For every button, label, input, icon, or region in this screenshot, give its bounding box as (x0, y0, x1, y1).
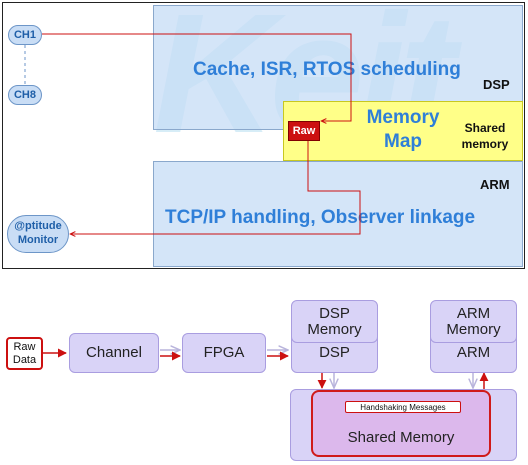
arm-region (153, 161, 523, 267)
handshaking-messages-label: Handshaking Messages (345, 401, 461, 413)
shared-memory-node: Shared Memory (311, 390, 491, 457)
arm-memory-line1: ARM (456, 304, 491, 322)
monitor-label-line2: Monitor (17, 234, 59, 246)
shared-memory-label: Shared Memory (347, 429, 455, 446)
raw-data-node: Raw Data (6, 337, 43, 370)
shared-memory-region (283, 101, 523, 161)
top-architecture-diagram: Keit Cache, ISR, RTOS scheduling DSP Mem… (2, 2, 525, 269)
raw-to-monitor-arrow (70, 141, 361, 234)
shared-memory-label-line1: Shared (464, 121, 506, 135)
dsp-memory-node: DSP Memory (291, 300, 378, 343)
channel-node: Channel (69, 333, 159, 373)
channel-ch8-node: CH8 (8, 85, 42, 105)
dsp-memory-line2: Memory (307, 320, 362, 338)
arm-memory-line2: Memory (446, 320, 501, 338)
dsp-tasks-text: Cache, ISR, RTOS scheduling (193, 59, 461, 80)
arm-label: ARM (480, 177, 510, 192)
raw-tag: Raw (288, 121, 320, 141)
aptitude-monitor-node: @ptitude Monitor (7, 215, 69, 253)
raw-data-line1: Raw (13, 341, 36, 354)
monitor-label-line1: @ptitude (14, 220, 62, 232)
shared-memory-label-line2: memory (461, 137, 509, 151)
dsp-label: DSP (483, 77, 510, 92)
memory-map-line1: Memory (366, 107, 440, 128)
fpga-node: FPGA (182, 333, 266, 373)
memory-map-line2: Map (384, 131, 422, 152)
channel-ch1-node: CH1 (8, 25, 42, 45)
arm-tasks-text: TCP/IP handling, Observer linkage (165, 207, 476, 228)
ch1-to-raw-arrow (42, 33, 352, 121)
dsp-memory-line1: DSP (319, 304, 350, 322)
top-connectors (24, 33, 361, 268)
arm-memory-node: ARM Memory (430, 300, 517, 343)
raw-data-line2: Data (12, 353, 37, 366)
